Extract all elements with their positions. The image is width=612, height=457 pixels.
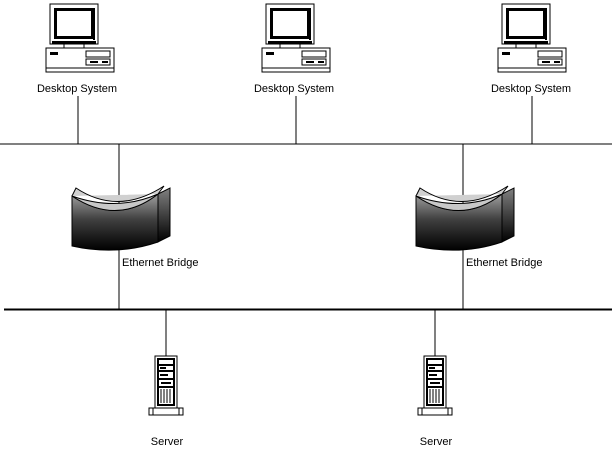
bridge-1-label: Ethernet Bridge	[122, 257, 198, 269]
desktop-1-label: Desktop System	[37, 83, 117, 95]
ethernet-bridge-icon[interactable]	[415, 185, 515, 251]
desktop-2-label: Desktop System	[254, 83, 334, 95]
ethernet-bridge-icon[interactable]	[71, 185, 171, 251]
desktop-computer-icon[interactable]	[497, 3, 567, 73]
server-2-label: Server	[420, 436, 453, 448]
bridge-2-label: Ethernet Bridge	[466, 257, 542, 269]
tower-server-icon[interactable]	[148, 355, 184, 416]
tower-server-icon[interactable]	[417, 355, 453, 416]
server-1-label: Server	[151, 436, 184, 448]
desktop-3-label: Desktop System	[491, 83, 571, 95]
desktop-computer-icon[interactable]	[45, 3, 115, 73]
desktop-computer-icon[interactable]	[261, 3, 331, 73]
